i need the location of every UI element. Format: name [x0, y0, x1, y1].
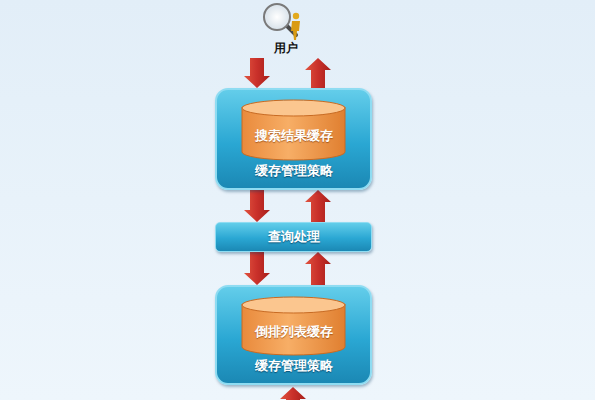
- cache-cylinder: 搜索结果缓存: [241, 99, 346, 161]
- user-icon-node: 用户: [246, 0, 326, 58]
- cache-label: 搜索结果缓存: [255, 127, 333, 145]
- box-label: 缓存管理策略: [255, 357, 333, 375]
- cache-module-box: 倒排列表缓存缓存管理策略: [215, 285, 372, 385]
- flow-arrow: [244, 58, 270, 88]
- box-label: 查询处理: [268, 228, 320, 246]
- process-bar: 查询处理: [215, 222, 372, 252]
- flow-arrow: [305, 190, 331, 222]
- flow-arrow: [244, 190, 270, 222]
- cylinder-top: [242, 100, 345, 116]
- bottom-arrow: [280, 387, 306, 400]
- cache-module-box: 搜索结果缓存缓存管理策略: [215, 88, 372, 190]
- user-label: 用户: [274, 40, 298, 57]
- cache-cylinder: 倒排列表缓存: [241, 296, 346, 356]
- flow-arrow: [244, 252, 270, 285]
- cache-label: 倒排列表缓存: [255, 323, 333, 341]
- flow-arrow: [305, 252, 331, 285]
- box-label: 缓存管理策略: [255, 162, 333, 180]
- cylinder-top: [242, 297, 345, 313]
- flow-arrow: [305, 58, 331, 88]
